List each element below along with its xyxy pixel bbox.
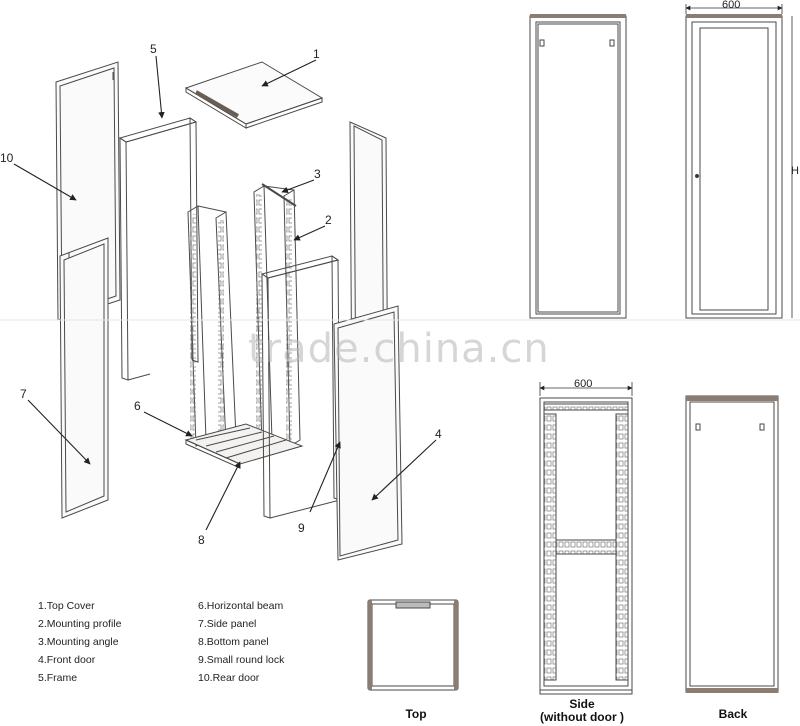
legend-item: 3.Mounting angle bbox=[38, 636, 119, 648]
back-view-drawing bbox=[685, 395, 779, 693]
side-view-label: Side (without door ) bbox=[530, 698, 634, 724]
legend-item: 6.Horizontal beam bbox=[198, 600, 284, 612]
legend-item: 5.Frame bbox=[38, 672, 78, 684]
top-view-drawing bbox=[367, 599, 459, 691]
dimension-lines-top bbox=[685, 4, 793, 318]
callout-labels: 1 2 3 4 5 6 7 8 9 10 bbox=[0, 42, 442, 547]
top-view-label: Top bbox=[405, 707, 427, 721]
callout-7: 7 bbox=[20, 387, 27, 401]
front-door-part bbox=[333, 305, 403, 561]
side-view-drawing bbox=[539, 397, 633, 695]
dimension-lines-mid bbox=[539, 382, 633, 396]
callout-4: 4 bbox=[435, 427, 442, 441]
left-profile-part bbox=[187, 205, 237, 447]
callout-arrows bbox=[13, 55, 437, 531]
front-elevation-view bbox=[529, 14, 627, 319]
legend-item: 4.Front door bbox=[38, 654, 96, 666]
legend-item: 8.Bottom panel bbox=[198, 636, 269, 648]
legend-item: 9.Small round lock bbox=[198, 654, 285, 666]
callout-10: 10 bbox=[0, 151, 14, 165]
bottom-panel-part bbox=[184, 423, 304, 469]
legend-item: 1.Top Cover bbox=[38, 600, 95, 612]
legend-item: 10.Rear door bbox=[198, 672, 260, 684]
watermark-text: trade.china.cn bbox=[248, 326, 550, 372]
top-cover-part bbox=[184, 61, 324, 129]
dimension-width-top: 600 bbox=[722, 0, 740, 11]
legend-item: 7.Side panel bbox=[198, 618, 257, 630]
door-elevation-view bbox=[685, 14, 783, 319]
front-frame-door-part bbox=[260, 255, 341, 519]
callout-2: 2 bbox=[325, 213, 332, 227]
exploded-view bbox=[55, 61, 403, 561]
callout-3: 3 bbox=[314, 167, 321, 181]
right-profile-part bbox=[253, 183, 301, 447]
callout-9: 9 bbox=[298, 521, 305, 535]
callout-5: 5 bbox=[150, 42, 157, 56]
legend-item: 2.Mounting profile bbox=[38, 618, 122, 630]
callout-1: 1 bbox=[313, 47, 320, 61]
dimension-width-mid: 600 bbox=[574, 378, 592, 390]
frame-part bbox=[118, 117, 199, 381]
side-panel-part bbox=[59, 237, 109, 519]
callout-8: 8 bbox=[198, 533, 205, 547]
dimension-height: H bbox=[791, 165, 799, 177]
callout-6: 6 bbox=[134, 399, 141, 413]
side-view-label-line1: Side bbox=[569, 697, 595, 711]
back-view-label: Back bbox=[718, 707, 748, 721]
side-view-label-line2: (without door ) bbox=[540, 710, 624, 724]
